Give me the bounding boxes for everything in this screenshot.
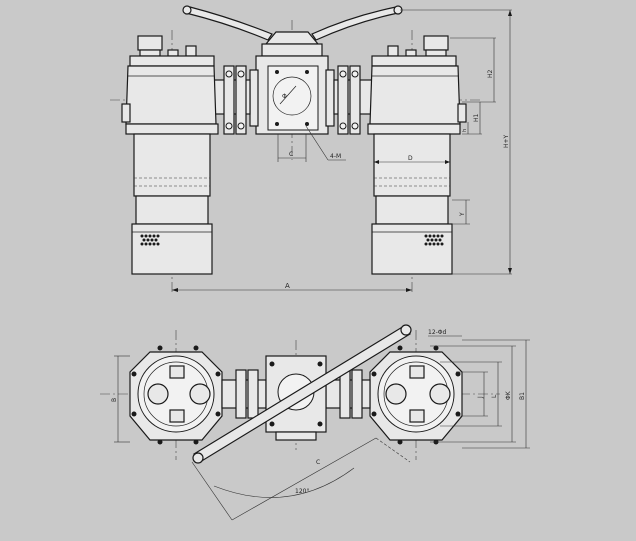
dimension-D: D [374,155,450,164]
left-connector [209,65,251,135]
dim-label-phi: Φ [282,93,287,100]
valve-body: Φ [249,55,335,135]
top-connectors [221,355,371,441]
label-angle-120: 120° [295,488,309,495]
dim-label-C: C [316,459,320,466]
dim-label-HY: H+Y [503,134,510,148]
leader-4M: 4-M [305,125,346,161]
dim-label-B: B [111,398,118,402]
dim-label-phiK: ΦK [505,390,512,400]
dim-label-A: A [285,282,290,290]
dim-label-h: h [462,129,468,132]
label-4M: 4-M [330,153,341,160]
front-view: Φ [110,5,512,292]
top-view: 120° C B 12-Φd J L ΦK B1 [100,324,530,521]
right-housing-top [369,345,463,445]
right-filter-canister [367,35,467,275]
dim-label-H1: H1 [473,113,480,122]
dim-label-H2: H2 [487,69,494,78]
dim-label-L: L [491,394,498,398]
right-connector [333,65,375,135]
dim-label-Y: Y [459,212,466,217]
top-handle [192,324,412,464]
left-filter-canister [121,35,219,275]
top-view-dimensions: 120° C B 12-Φd J L ΦK B1 [111,329,530,521]
left-housing-top [129,345,223,445]
label-12-phi-d: 12-Φd [428,329,447,336]
dimension-C-small: C [277,134,307,162]
dim-label-c-small: C [289,151,293,158]
front-handle [182,5,403,57]
dimension-A: A [172,282,412,292]
dim-label-J: J [477,396,484,399]
dim-label-B1: B1 [519,392,526,400]
vertical-dimensions: H+Y H2 H1 h Y [400,9,512,275]
dim-label-D: D [408,155,413,162]
